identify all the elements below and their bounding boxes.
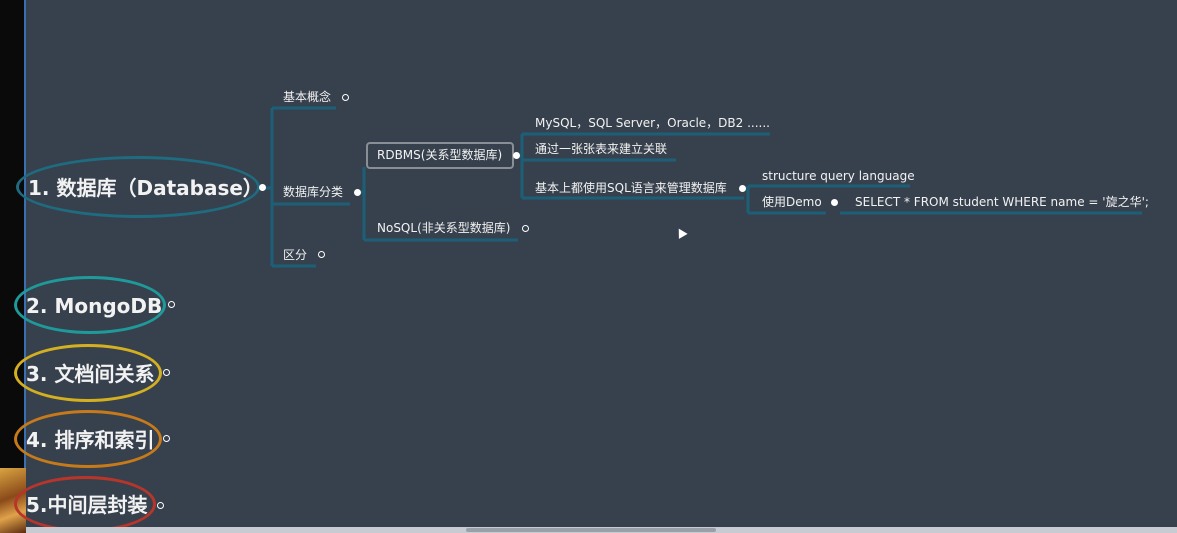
topic-ellipse-mongodb xyxy=(14,276,166,334)
expand-dot[interactable] xyxy=(522,225,529,232)
node-rdbms-examples[interactable]: MySQL，SQL Server，Oracle，DB2 ...... xyxy=(535,116,770,130)
topic-database[interactable]: 1. 数据库（Database） xyxy=(28,176,263,200)
expand-dot[interactable] xyxy=(163,435,170,442)
expand-dot[interactable] xyxy=(739,185,746,192)
node-rdbms[interactable]: RDBMS(关系型数据库) xyxy=(377,148,503,162)
expand-dot[interactable] xyxy=(354,189,361,196)
topic-ellipse-sort-index xyxy=(14,410,162,468)
scrollbar-thumb[interactable] xyxy=(466,528,716,532)
topic-middleware[interactable]: 5.中间层封装 xyxy=(26,493,148,517)
expand-dot[interactable] xyxy=(318,251,325,258)
expand-dot[interactable] xyxy=(157,502,164,509)
expand-dot[interactable] xyxy=(163,369,170,376)
left-window-edge xyxy=(0,0,26,533)
node-demo-query[interactable]: SELECT * FROM student WHERE name = '旋之华'… xyxy=(855,195,1149,209)
expand-dot[interactable] xyxy=(342,94,349,101)
node-db-classification[interactable]: 数据库分类 xyxy=(283,185,344,199)
node-nosql[interactable]: NoSQL(非关系型数据库) xyxy=(377,221,511,235)
expand-dot[interactable] xyxy=(513,152,520,159)
node-difference[interactable]: 区分 xyxy=(283,248,308,262)
expand-dot[interactable] xyxy=(831,199,838,206)
topic-ellipse-database xyxy=(16,156,260,218)
expand-dot[interactable] xyxy=(168,301,175,308)
node-sql-usage[interactable]: 基本上都使用SQL语言来管理数据库 xyxy=(535,181,727,195)
node-sql-full-name[interactable]: structure query language xyxy=(762,169,915,183)
topic-sort-index[interactable]: 4. 排序和索引 xyxy=(26,428,155,452)
node-basic-concept[interactable]: 基本概念 xyxy=(283,90,332,104)
horizontal-scrollbar[interactable] xyxy=(26,527,1177,533)
node-table-relations[interactable]: 通过一张张表来建立关联 xyxy=(535,142,668,156)
topic-ellipse-relations xyxy=(14,344,162,402)
topic-document-relations[interactable]: 3. 文档间关系 xyxy=(26,362,155,386)
expand-dot[interactable] xyxy=(259,184,266,191)
node-demo[interactable]: 使用Demo xyxy=(762,195,822,209)
topic-mongodb[interactable]: 2. MongoDB xyxy=(26,294,163,318)
